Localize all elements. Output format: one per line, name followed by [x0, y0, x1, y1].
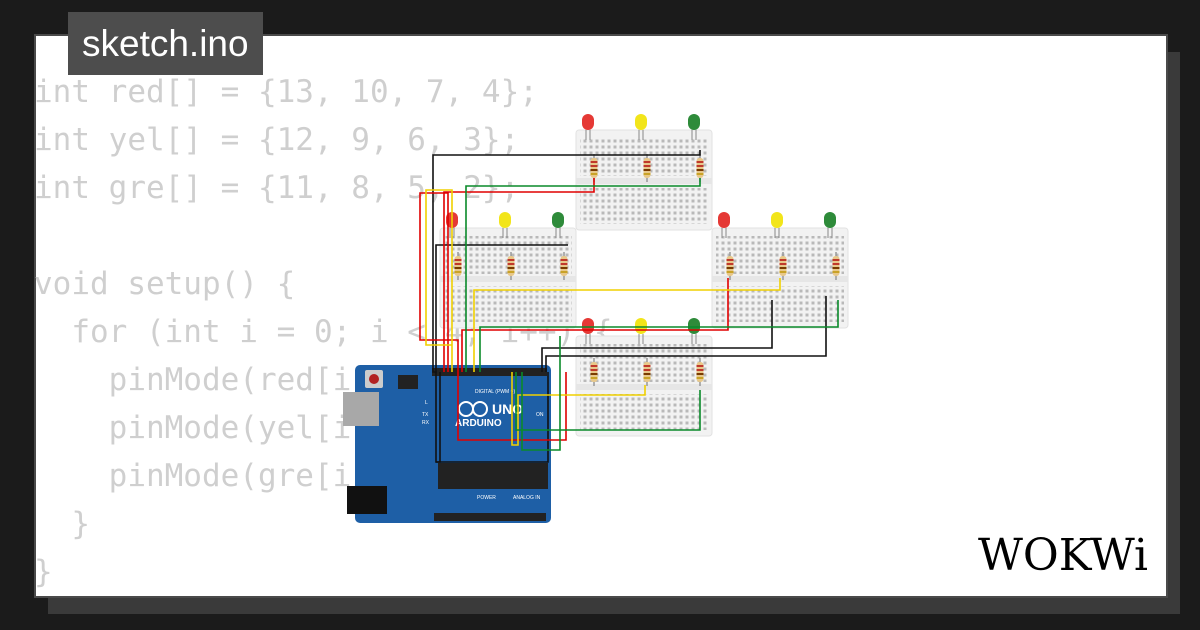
wire-black [541, 300, 773, 372]
window-title: sketch.ino [68, 12, 263, 75]
digital-header [432, 368, 547, 376]
code-line: } [34, 506, 90, 542]
board-logo: ARDUINO [455, 418, 502, 429]
microcontroller-chip [438, 463, 548, 489]
wire-green [465, 178, 701, 372]
code-line: int yel[] = {12, 9, 6, 3}; [34, 122, 520, 158]
wire-yellow [425, 189, 453, 372]
led-yellow [635, 114, 647, 140]
code-line: int red[] = {13, 10, 7, 4}; [34, 74, 538, 110]
code-line: void setup() { [34, 266, 296, 302]
tx-label: TX [422, 412, 429, 418]
code-line: } [34, 554, 53, 590]
code-line: int gre[] = {11, 8, 5, 2}; [34, 170, 520, 206]
led-green [824, 212, 836, 238]
led-red [718, 212, 730, 238]
wire-black [436, 372, 549, 463]
wire-yellow [473, 278, 781, 372]
on-label: ON [536, 412, 544, 418]
wire-red [461, 278, 729, 372]
wire-green [479, 300, 839, 372]
wire-black [432, 150, 701, 373]
wire-green [521, 336, 561, 451]
power-jack [347, 486, 387, 514]
wire-yellow [511, 372, 646, 446]
led-green [688, 114, 700, 140]
led-red [582, 114, 594, 140]
analog-label: ANALOG IN [513, 495, 541, 501]
preview-card [34, 34, 1168, 598]
led-green [552, 212, 564, 238]
arduino-uno: ARDUINO UNO DIGITAL (PWM ~) ANALOG IN PO… [343, 365, 551, 523]
l-label: L [425, 400, 428, 406]
usb-port [343, 392, 379, 426]
wokwi-logo: WOKWi [978, 530, 1148, 581]
wires [419, 150, 839, 463]
breadboard-bottom [575, 335, 713, 437]
rx-label: RX [422, 420, 430, 426]
breadboard-left [439, 227, 577, 329]
analog-header [434, 513, 546, 521]
led-group-top [582, 114, 705, 183]
wire-red [443, 178, 595, 372]
led-group-right [718, 212, 841, 281]
power-label: POWER [477, 495, 496, 501]
led-yellow [499, 212, 511, 238]
wire-black [545, 296, 827, 372]
wire-green [515, 372, 701, 431]
led-yellow [771, 212, 783, 238]
brand-name: WOKWi [978, 530, 1148, 581]
breadboard-top [575, 129, 713, 231]
digital-label: DIGITAL (PWM ~) [475, 389, 515, 395]
wire-red [419, 192, 459, 372]
